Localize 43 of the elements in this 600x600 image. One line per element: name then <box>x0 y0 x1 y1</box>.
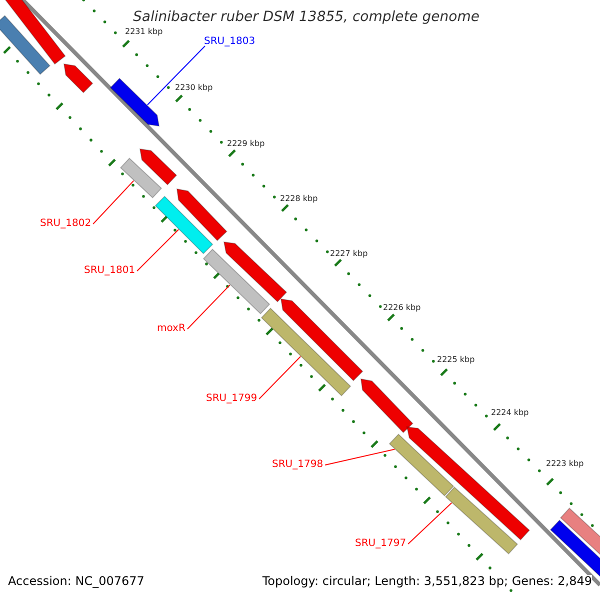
tick-label: 2230 kbp <box>175 84 213 92</box>
gene-bar <box>0 15 50 75</box>
footer-text: Topology: circular; Length: 3,551,823 bp; Genes: 2,849 <box>262 575 592 587</box>
gene-label: SRU_1803 <box>204 37 256 47</box>
gene-bar <box>202 248 270 314</box>
tick-label: 2223 kbp <box>546 460 584 468</box>
gene-bar <box>4 0 66 65</box>
gene-label: moxR <box>157 324 186 334</box>
gene-label: SRU_1802 <box>40 219 92 229</box>
title: Salinibacter ruber DSM 13855, complete genome <box>133 10 480 24</box>
gene-label: SRU_1801 <box>84 266 136 276</box>
gene-block <box>110 78 160 127</box>
gene-label: SRU_1797 <box>355 539 406 549</box>
gene-block <box>139 148 178 186</box>
gene-block <box>176 188 228 242</box>
leader-line <box>92 180 134 224</box>
leader-line <box>324 448 396 466</box>
gene-bar <box>550 520 600 578</box>
gene-block <box>406 426 530 540</box>
tick-label: 2227 kbp <box>330 250 368 258</box>
gene-bar <box>560 508 600 556</box>
gene-bar <box>388 434 454 496</box>
tick-label: 2224 kbp <box>491 409 529 417</box>
gene-label: SRU_1798 <box>272 460 324 470</box>
gene-bar <box>120 158 162 198</box>
tick-label: 2225 kbp <box>437 356 475 364</box>
gene-bar <box>260 308 352 396</box>
footer-text: Accession: NC_007677 <box>8 575 144 587</box>
tick-label: 2226 kbp <box>383 304 421 312</box>
leader-line <box>258 356 302 400</box>
leader-line <box>186 284 230 330</box>
gene-block <box>360 378 414 434</box>
gene-block <box>223 241 288 302</box>
tick-label: 2228 kbp <box>280 195 318 203</box>
gene-block <box>63 63 94 94</box>
tick-label: 2229 kbp <box>227 140 265 148</box>
leader-line <box>136 229 180 272</box>
gene-bar <box>444 486 518 554</box>
tick-label: 2231 kbp <box>125 28 163 36</box>
gene-label: SRU_1799 <box>206 394 258 404</box>
gene-bar <box>154 196 214 254</box>
leader-line <box>146 46 206 106</box>
gene-block <box>280 298 364 382</box>
